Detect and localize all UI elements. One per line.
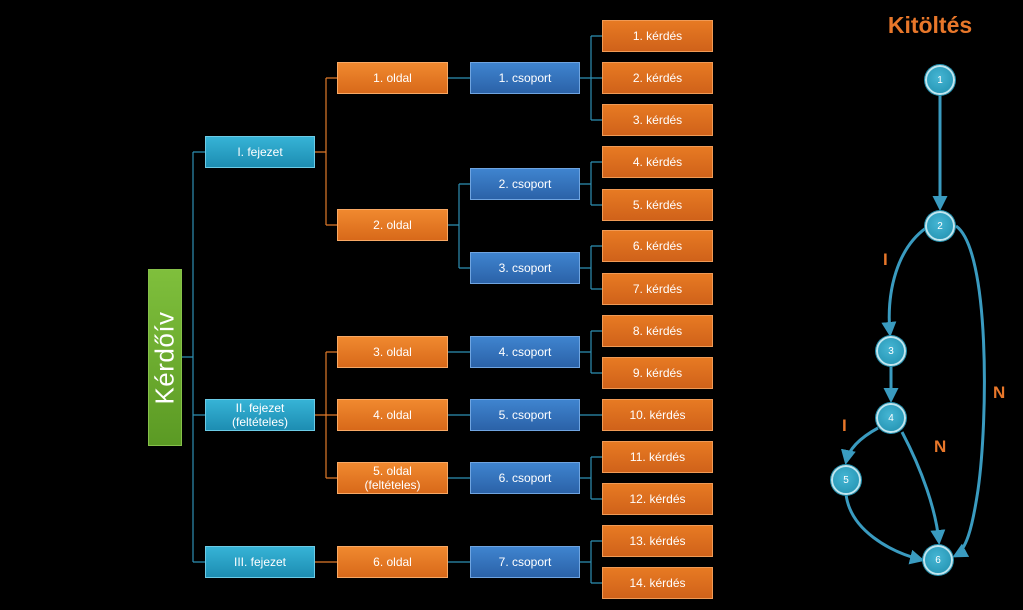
edge-label-yes-lower: I <box>842 416 847 435</box>
group-1: 1. csoport <box>470 62 580 94</box>
group-7: 7. csoport <box>470 546 580 578</box>
page-3: 3. oldal <box>337 336 448 368</box>
flow-node-3: 3 <box>876 336 906 366</box>
page-4: 4. oldal <box>337 399 448 431</box>
root-label: Kérdőív <box>150 310 181 405</box>
page-2: 2. oldal <box>337 209 448 241</box>
question-4: 4. kérdés <box>602 146 713 178</box>
chapter-3: III. fejezet <box>205 546 315 578</box>
question-13: 13. kérdés <box>602 525 713 557</box>
flow-node-2: 2 <box>925 211 955 241</box>
flow-node-5: 5 <box>831 465 861 495</box>
question-10: 10. kérdés <box>602 399 713 431</box>
edge-label-yes-upper: I <box>883 250 888 269</box>
group-6: 6. csoport <box>470 462 580 494</box>
flow-node-4: 4 <box>876 403 906 433</box>
edge-label-no-lower: N <box>934 437 947 456</box>
page-group-lines <box>448 77 470 563</box>
group-4: 4. csoport <box>470 336 580 368</box>
chapter-2: II. fejezet (feltételes) <box>205 399 315 431</box>
root-chapter-lines <box>182 151 205 563</box>
chapter-page-lines <box>315 77 337 563</box>
question-5: 5. kérdés <box>602 189 713 221</box>
question-9: 9. kérdés <box>602 357 713 389</box>
flow-edges <box>841 94 986 565</box>
page-1: 1. oldal <box>337 62 448 94</box>
page-6: 6. oldal <box>337 546 448 578</box>
flow-title: Kitöltés <box>887 12 973 38</box>
group-5: 5. csoport <box>470 399 580 431</box>
question-12: 12. kérdés <box>602 483 713 515</box>
group-2: 2. csoport <box>470 168 580 200</box>
question-11: 11. kérdés <box>602 441 713 473</box>
question-3: 3. kérdés <box>602 104 713 136</box>
group-3: 3. csoport <box>470 252 580 284</box>
question-6: 6. kérdés <box>602 230 713 262</box>
question-2: 2. kérdés <box>602 62 713 94</box>
page-5: 5. oldal (feltételes) <box>337 462 448 494</box>
group-question-lines <box>580 35 602 584</box>
question-14: 14. kérdés <box>602 567 713 599</box>
question-8: 8. kérdés <box>602 315 713 347</box>
question-1: 1. kérdés <box>602 20 713 52</box>
edge-label-no-upper: N <box>993 383 1006 402</box>
chapter-1: I. fejezet <box>205 136 315 168</box>
questionnaire-root: Kérdőív <box>148 269 182 446</box>
flow-node-6: 6 <box>923 545 953 575</box>
question-7: 7. kérdés <box>602 273 713 305</box>
flow-node-1: 1 <box>925 65 955 95</box>
